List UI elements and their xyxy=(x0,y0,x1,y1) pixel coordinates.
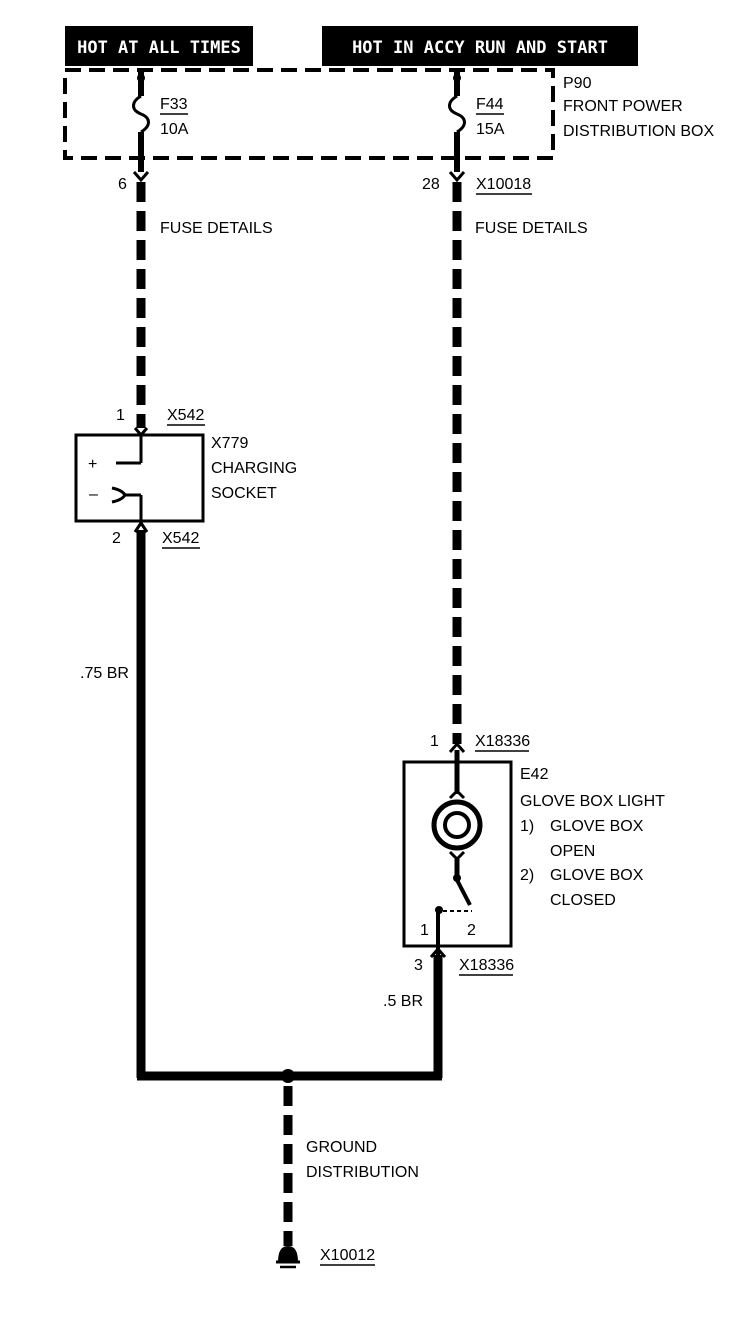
connector-x10018: X10018 xyxy=(476,176,531,193)
distribution-box-line1: FRONT POWER xyxy=(563,98,683,115)
fuse-f33-rating: 10A xyxy=(160,121,189,138)
charging-socket-line2: SOCKET xyxy=(211,485,277,502)
light-conn-bottom: X18336 xyxy=(459,957,514,974)
note1-line-a: GLOVE BOX xyxy=(550,818,644,835)
fuse-details-left: FUSE DETAILS xyxy=(160,220,273,237)
note2-number: 2) xyxy=(520,867,534,884)
header-hot-in-accy: HOT IN ACCY RUN AND START xyxy=(322,26,638,66)
wire-right-label: .5 BR xyxy=(383,993,423,1010)
distribution-box-outline xyxy=(63,68,555,160)
ground-line1: GROUND xyxy=(306,1139,377,1156)
socket-conn-top: X542 xyxy=(167,407,204,424)
charging-socket-symbol xyxy=(111,435,143,521)
charging-socket-line1: CHARGING xyxy=(211,460,297,477)
fuse-f44-pin: 28 xyxy=(422,176,440,193)
wire-left-label: .75 BR xyxy=(80,665,129,682)
socket-pin-bottom: 2 xyxy=(112,530,121,547)
switch-pos-2: 2 xyxy=(467,922,476,939)
header-hot-at-all-times: HOT AT ALL TIMES xyxy=(65,26,253,66)
ground-connector: X10012 xyxy=(320,1247,375,1264)
glove-box-light-title: GLOVE BOX LIGHT xyxy=(520,793,665,810)
note1-line-b: OPEN xyxy=(550,843,595,860)
socket-pin-top: 1 xyxy=(116,407,125,424)
distribution-box-id: P90 xyxy=(563,75,592,92)
charging-socket-id: X779 xyxy=(211,435,248,452)
socket-conn-bottom: X542 xyxy=(162,530,199,547)
fuse-f33-symbol xyxy=(132,70,150,172)
fuse-f44-id: F44 xyxy=(476,96,504,113)
ground-splice xyxy=(281,1069,295,1083)
header-left-text: HOT AT ALL TIMES xyxy=(77,38,241,58)
fuse-f33-id: F33 xyxy=(160,96,188,113)
fuse-f44-rating: 15A xyxy=(476,121,505,138)
light-pin-top: 1 xyxy=(430,733,439,750)
ground-icon xyxy=(276,1246,300,1269)
glove-box-lamp-symbol xyxy=(431,750,483,876)
header-right-text: HOT IN ACCY RUN AND START xyxy=(352,38,608,58)
socket-plus-sign: + xyxy=(88,456,97,473)
note2-line-b: CLOSED xyxy=(550,892,616,909)
note2-line-a: GLOVE BOX xyxy=(550,867,644,884)
socket-minus-sign: – xyxy=(89,486,98,503)
fuse-f33-pin: 6 xyxy=(118,176,127,193)
ground-line2: DISTRIBUTION xyxy=(306,1164,419,1181)
glove-box-light-id: E42 xyxy=(520,766,549,783)
distribution-box-line2: DISTRIBUTION BOX xyxy=(563,123,714,140)
note1-number: 1) xyxy=(520,818,534,835)
fuse-details-right: FUSE DETAILS xyxy=(475,220,588,237)
glove-box-switch-symbol xyxy=(435,874,472,955)
switch-pos-1: 1 xyxy=(420,922,429,939)
light-conn-top: X18336 xyxy=(475,733,530,750)
fuse-f44-symbol xyxy=(448,70,466,172)
light-pin-bottom: 3 xyxy=(414,957,423,974)
